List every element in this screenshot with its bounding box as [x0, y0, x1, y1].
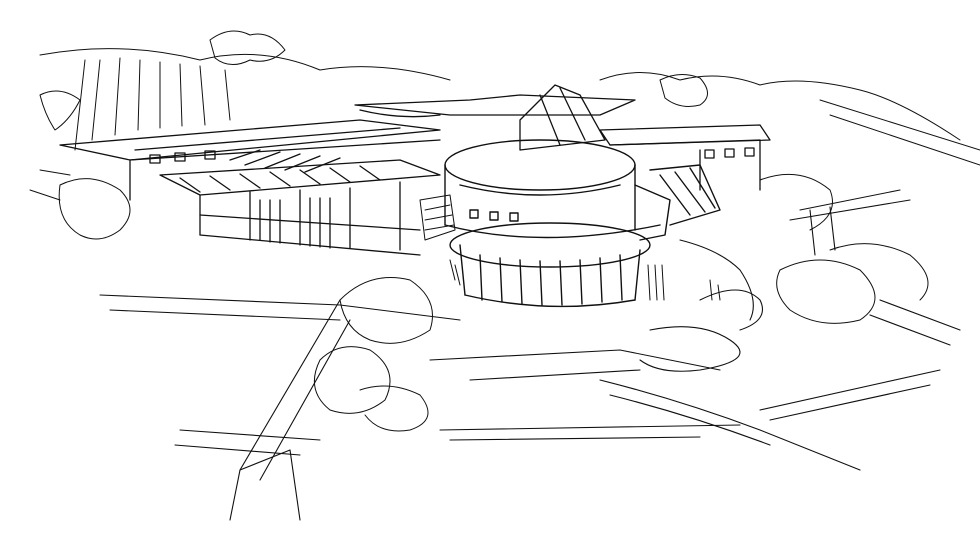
central-rotunda [444, 139, 721, 308]
ground-paths [99, 189, 961, 521]
steps-and-reflection [419, 194, 721, 301]
background-hills [29, 30, 980, 240]
left-wing-building [59, 119, 441, 256]
front-shrubs [313, 173, 929, 432]
central-roof [354, 84, 771, 191]
